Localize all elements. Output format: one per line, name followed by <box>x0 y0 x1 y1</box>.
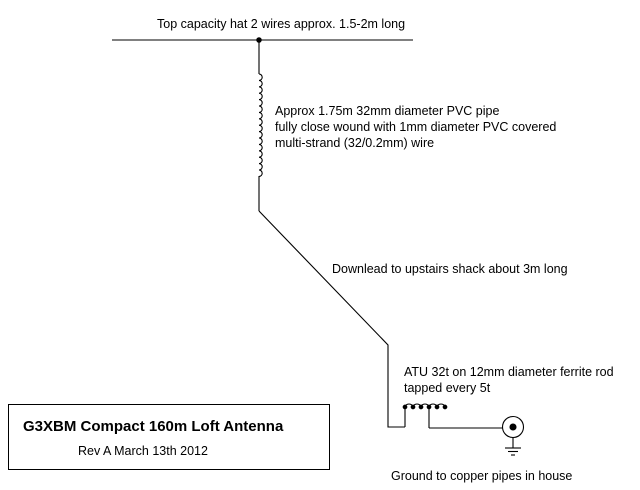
coax-connector-inner <box>509 423 517 431</box>
loading-coil <box>258 73 263 177</box>
revision-label: Rev A March 13th 2012 <box>78 444 208 458</box>
title-block: G3XBM Compact 160m Loft Antenna Rev A Ma… <box>8 404 330 470</box>
coil-description-line-1: Approx 1.75m 32mm diameter PVC pipe <box>275 104 500 118</box>
atu-tap-point <box>434 404 440 410</box>
atu-tap-point <box>442 404 448 410</box>
downlead-wire <box>258 210 405 428</box>
ground-label: Ground to copper pipes in house <box>391 469 573 483</box>
atu-tap-point <box>418 404 424 410</box>
downlead-label: Downlead to upstairs shack about 3m long <box>332 262 568 276</box>
coil-description-line-2: fully close wound with 1mm diameter PVC … <box>275 120 557 134</box>
atu-tap-point <box>410 404 416 410</box>
diagram-title: G3XBM Compact 160m Loft Antenna <box>23 418 284 435</box>
top-hat-label: Top capacity hat 2 wires approx. 1.5-2m … <box>157 17 406 31</box>
atu-label-line-1: ATU 32t on 12mm diameter ferrite rod <box>404 365 614 379</box>
coil-description-line-3: multi-strand (32/0.2mm) wire <box>275 136 435 150</box>
atu-tap-point <box>402 404 408 410</box>
atu-label-line-2: tapped every 5t <box>404 381 491 395</box>
